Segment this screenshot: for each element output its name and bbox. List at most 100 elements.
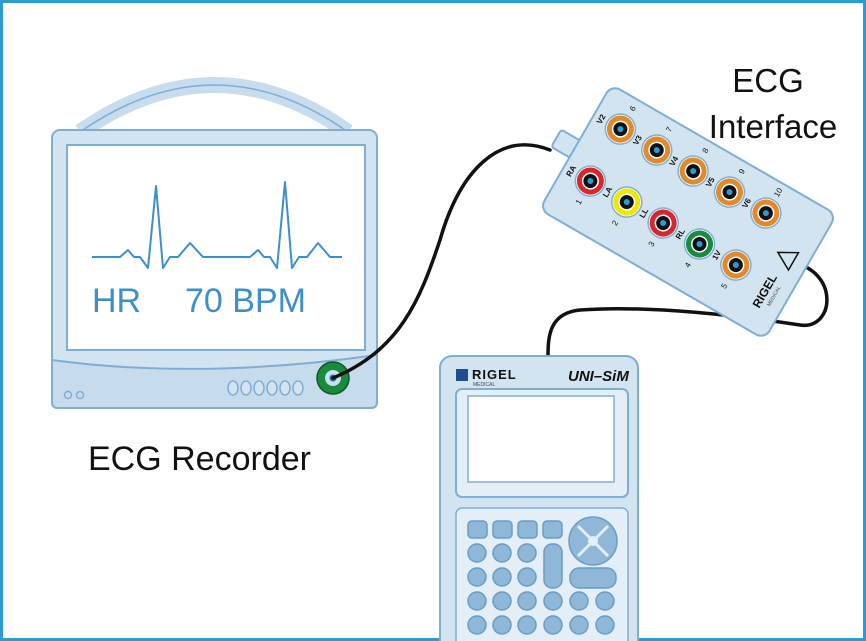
keypad-square-key[interactable] [492, 520, 513, 539]
port-lead-name: V4 [668, 154, 681, 167]
port-number: 6 [628, 104, 638, 113]
port-lead-name: V2 [595, 112, 608, 125]
keypad-square-key[interactable] [517, 520, 538, 539]
port-number: 2 [610, 218, 620, 227]
monitor-button[interactable] [240, 380, 252, 396]
lead-port-v3[interactable]: V3 7 [627, 114, 683, 171]
port-pin [653, 147, 660, 154]
port-pin [732, 262, 739, 269]
port-lead-name: V6 [740, 196, 753, 209]
port-number: 4 [683, 260, 693, 269]
keypad-round-key[interactable] [517, 591, 537, 611]
navigation-dpad[interactable] [568, 516, 618, 566]
lead-port-ll[interactable]: LL 3 [628, 197, 684, 253]
keypad-round-key[interactable] [467, 591, 487, 611]
port-lead-name: V3 [631, 133, 644, 146]
monitor-button[interactable] [266, 380, 278, 396]
interface-body [542, 87, 834, 337]
monitor-button[interactable] [292, 380, 304, 396]
rigel-logo-icon [456, 369, 468, 381]
ecg-recorder-label: ECG Recorder [88, 440, 311, 478]
port-number: 7 [664, 125, 674, 134]
cable-recorder-to-interface [331, 143, 552, 380]
port-pin [587, 178, 594, 185]
keypad-round-key[interactable] [467, 567, 487, 587]
keypad-keys [467, 520, 615, 635]
dpad-center[interactable] [588, 536, 598, 546]
keypad-round-key[interactable] [543, 591, 563, 611]
keypad-tall-key[interactable] [543, 543, 563, 589]
port-pin [617, 126, 624, 133]
port-lead-name: V5 [704, 175, 717, 188]
keypad-round-key[interactable] [569, 591, 589, 611]
lead-port-ra[interactable]: RA1 [555, 155, 611, 211]
port-color-ring [722, 251, 750, 279]
ecg-interface-label-line1: ECG [732, 62, 804, 99]
lead-port-la[interactable]: LA2 [591, 176, 647, 232]
keypad-round-key[interactable] [569, 615, 589, 635]
port-color-ring [686, 230, 714, 258]
keypad-round-key[interactable] [467, 543, 487, 563]
dpad-dividers [576, 524, 610, 558]
power-led-1 [63, 390, 73, 400]
port-color-ring [716, 178, 744, 206]
lead-port-v2[interactable]: V2 6 [590, 93, 646, 150]
simulator-screen [467, 395, 615, 483]
port-color-ring [679, 157, 707, 185]
lead-port-1v[interactable]: 1V5 [700, 239, 756, 295]
ecg-recorder: HR 70 BPM [51, 77, 378, 409]
keypad-round-key[interactable] [543, 615, 563, 635]
port-color-ring [606, 115, 634, 143]
port-pin [690, 168, 697, 175]
port-number: 9 [737, 167, 747, 176]
port-number: 8 [701, 146, 711, 155]
port-color-ring [752, 199, 780, 227]
lead-port-rl[interactable]: RL4 [664, 218, 720, 274]
keypad-square-key[interactable] [542, 520, 563, 539]
port-number: 1 [574, 197, 584, 206]
power-led-2 [75, 390, 85, 400]
monitor-handle-outline [79, 84, 349, 133]
port-number: 3 [647, 239, 657, 248]
lead-port-v5[interactable]: V5 9 [700, 156, 756, 213]
port-pin [660, 220, 667, 227]
monitor-button[interactable] [227, 380, 239, 396]
keypad-round-key[interactable] [492, 615, 512, 635]
ecg-interface-label-line2: Interface [709, 108, 837, 145]
lead-port-v4[interactable]: V4 8 [663, 135, 719, 192]
port-color-ring [649, 209, 677, 237]
keypad-round-key[interactable] [492, 543, 512, 563]
port-number: 5 [719, 281, 729, 290]
keypad-round-key[interactable] [595, 615, 615, 635]
monitor-button[interactable] [253, 380, 265, 396]
keypad-round-key[interactable] [492, 591, 512, 611]
keypad-round-key[interactable] [517, 567, 537, 587]
port-pin [762, 210, 769, 217]
warning-icon [776, 251, 800, 272]
keypad-round-key[interactable] [492, 567, 512, 587]
port-color-ring [576, 167, 604, 195]
keypad-square-key[interactable] [467, 520, 488, 539]
port-color-ring [643, 136, 671, 164]
keypad-round-key[interactable] [517, 543, 537, 563]
port-pin [726, 189, 733, 196]
monitor-buttons [227, 380, 304, 396]
keypad-round-key[interactable] [517, 615, 537, 635]
simulator-brand: RIGEL [472, 367, 517, 382]
keypad-round-key[interactable] [467, 615, 487, 635]
port-color-ring [613, 188, 641, 216]
simulator-model: UNI–SiM [568, 368, 629, 385]
hr-label: HR [92, 282, 141, 320]
hr-value: 70 BPM [185, 282, 306, 320]
keypad-round-key[interactable] [595, 591, 615, 611]
ecg-trace [92, 181, 342, 269]
uni-sim-simulator: RIGEL MEDICAL UNI–SiM [439, 355, 639, 641]
port-lead-name: LL [638, 207, 651, 220]
monitor-button[interactable] [279, 380, 291, 396]
wide-key[interactable] [569, 567, 617, 589]
port-pin [696, 241, 703, 248]
simulator-brand-sub: MEDICAL [473, 382, 495, 388]
